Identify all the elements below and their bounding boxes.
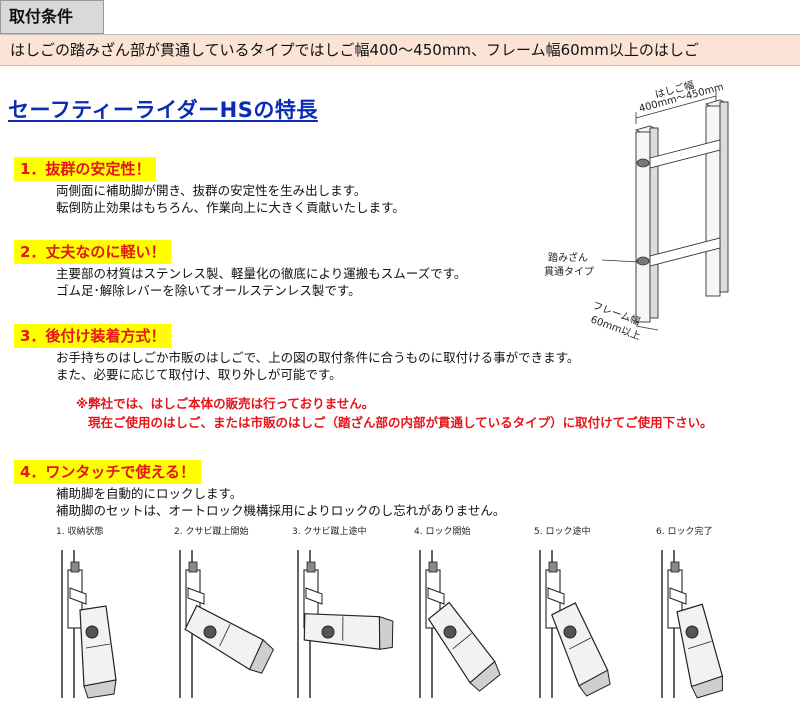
page-title: セーフティーライダーHSの特長: [8, 98, 318, 122]
step-3-label: 3. クサビ蹴上途中: [292, 527, 367, 537]
rubber-foot: [469, 660, 501, 692]
feature-1-heading: 1．抜群の安定性！: [14, 157, 157, 181]
step-4-label: 4. ロック開始: [414, 527, 471, 537]
bolt: [670, 561, 680, 573]
leg-rib: [569, 637, 592, 650]
wedge: [69, 587, 87, 605]
step-6: 6. ロック完了: [640, 524, 760, 703]
step-6-illustration: [661, 550, 724, 699]
step-5: 5. ロック途中: [518, 524, 638, 703]
feature-3-line-1: お手持ちのはしごか市販のはしごで、上の図の取付条件に合うものに取付ける事ができま…: [56, 350, 580, 365]
wedge: [669, 587, 687, 605]
feature-2-line-1: 主要部の材質はステンレス製、軽量化の徹底により運搬もスムーズです。: [56, 266, 467, 281]
step-1-label: 1. 収納状態: [56, 527, 104, 537]
wedge: [305, 587, 323, 605]
notice-line-1: ※弊社では、はしご本体の販売は行っておりません。: [76, 396, 375, 411]
rung-label-2: 貫通タイプ: [544, 266, 594, 278]
leg-group: [79, 605, 117, 699]
rubber-foot: [248, 639, 275, 674]
rung-label-1: 踏みざん: [548, 251, 588, 264]
leg-rib: [85, 643, 111, 649]
pivot: [85, 625, 99, 639]
pivot: [563, 625, 577, 639]
ladder-diagram: はしご幅 400mm～450mm 踏みざん 貫通タイプ フレーム幅 60mm以上: [540, 78, 790, 343]
conditions-heading: 取付条件: [0, 0, 104, 34]
step-1-illustration: [61, 550, 117, 699]
leg-rib: [219, 623, 231, 647]
feature-3-heading: 3．後付け装着方式！: [14, 324, 172, 348]
bolt: [188, 561, 198, 573]
wedge: [187, 587, 205, 605]
step-6-label: 6. ロック完了: [656, 527, 713, 537]
leg-rib: [688, 640, 712, 650]
rubber-foot: [83, 679, 117, 699]
feature-4-line-1: 補助脚を自動的にロックします。: [56, 486, 243, 501]
rubber-foot: [578, 669, 611, 697]
step-3-illustration: [297, 550, 394, 698]
bolt: [70, 561, 80, 573]
conditions-text: はしごの踏みざん部が貫通しているタイプではしご幅400～450mm、フレーム幅6…: [0, 34, 800, 66]
step-4: 4. ロック開始: [398, 524, 518, 703]
bolt: [548, 561, 558, 573]
step-1: 1. 収納状態: [40, 524, 160, 703]
step-3: 3. クサビ蹴上途中: [276, 524, 396, 703]
step-2-illustration: [179, 550, 275, 698]
leg-group: [427, 601, 501, 692]
leg-rib: [452, 633, 472, 650]
feature-2-heading: 2．丈夫なのに軽い！: [14, 240, 172, 264]
lock-sequence: 1. 収納状態 2. クサビ蹴上開始 3. クサビ蹴上途中 4. ロック開始 5…: [40, 524, 800, 703]
rubber-foot: [378, 616, 394, 650]
feature-3-line-2: また、必要に応じて取付け、取り外しが可能です。: [56, 367, 342, 382]
pivot: [321, 625, 335, 639]
feature-2-line-2: ゴム足･解除レバーを除いてオールステンレス製です。: [56, 283, 361, 298]
step-2-label: 2. クサビ蹴上開始: [174, 527, 249, 537]
leg-group: [184, 604, 275, 674]
leg-group: [303, 613, 394, 650]
bolt: [306, 561, 316, 573]
step-2: 2. クサビ蹴上開始: [158, 524, 278, 703]
wedge: [427, 587, 445, 605]
leg-group: [551, 602, 611, 697]
bolt: [428, 561, 438, 573]
pivot: [685, 625, 699, 639]
step-4-illustration: [419, 550, 501, 698]
feature-1-line-2: 転倒防止効果はもちろん、作業向上に大きく貢献いたします。: [56, 200, 405, 215]
step-5-illustration: [539, 550, 611, 698]
pivot: [443, 625, 457, 639]
wedge: [547, 587, 565, 605]
notice-line-2: 現在ご使用のはしご、または市販のはしご（踏ざん部の内部が貫通しているタイプ）に取…: [88, 415, 713, 430]
feature-4-line-2: 補助脚のセットは、オートロック機構採用によりロックのし忘れがありません。: [56, 503, 506, 518]
feature-1-line-1: 両側面に補助脚が開き、抜群の安定性を生み出します。: [56, 183, 367, 198]
rubber-foot: [690, 675, 723, 699]
leg-group: [676, 603, 724, 699]
pivot: [203, 625, 217, 639]
feature-4-heading: 4．ワンタッチで使える！: [14, 460, 201, 484]
step-5-label: 5. ロック途中: [534, 527, 591, 537]
leg-rib: [342, 616, 344, 641]
